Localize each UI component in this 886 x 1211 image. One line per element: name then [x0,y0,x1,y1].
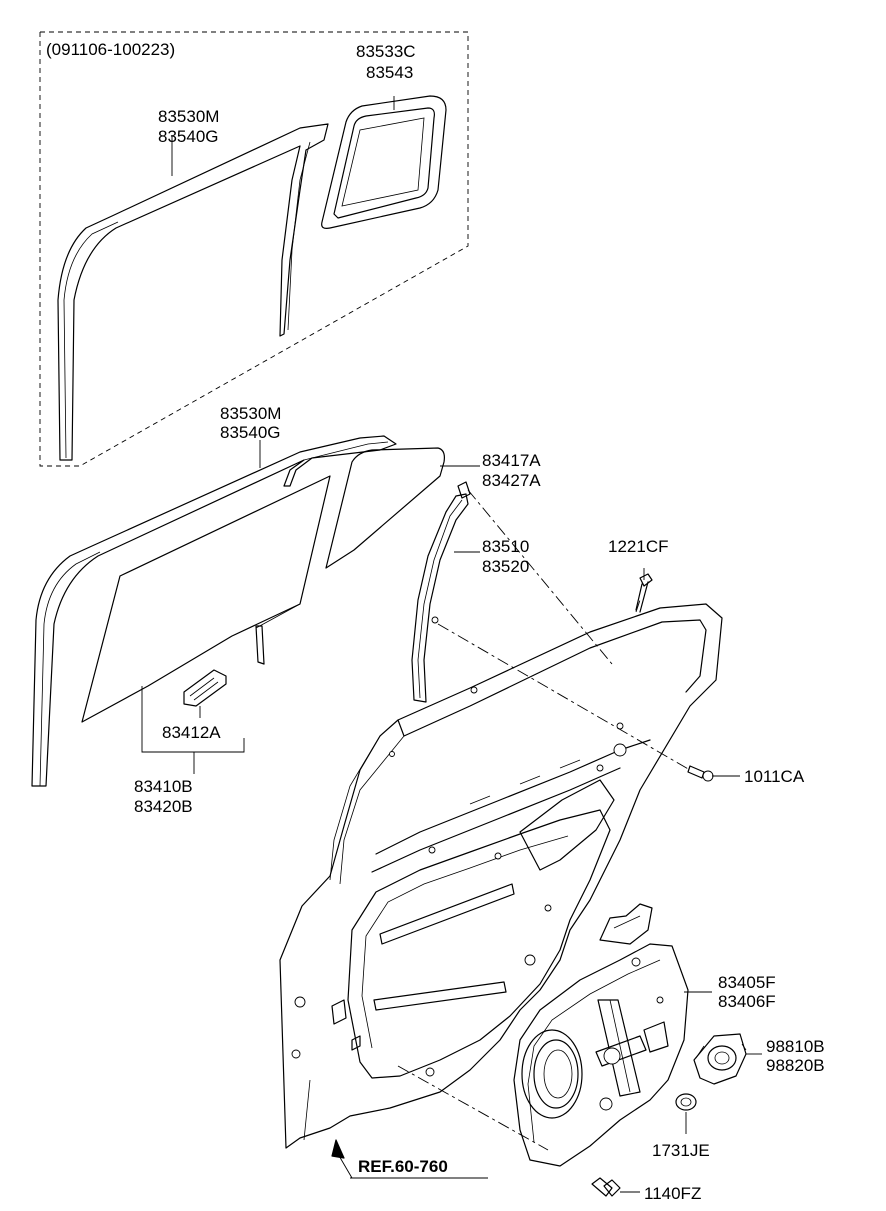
callout-83530M-top: 83530M [158,107,219,126]
callout-98810B: 98810B [766,1037,825,1056]
regulator-motor [693,1033,747,1085]
callout-83405F: 83405F [718,973,776,992]
callout-1140FZ: 1140FZ [644,1184,701,1203]
callout-83412A: 83412A [162,723,221,742]
callout-83406F: 83406F [718,992,776,1011]
screw-1221CF [635,573,653,613]
callout-83420B: 83420B [134,797,193,816]
callout-83410B: 83410B [134,777,193,796]
callout-83427A: 83427A [482,471,541,490]
callout-83530M: 83530M [220,404,281,423]
callout-1011CA: 1011CA [744,767,805,786]
run-channel [31,435,397,787]
run-channel-variant [57,123,329,461]
door-glass [81,475,331,723]
leader-lines [141,96,762,1193]
callout-83417A: 83417A [482,451,541,470]
callout-1731JE: 1731JE [652,1141,710,1160]
callout-83510: 83510 [482,537,529,556]
glass-holder [183,669,227,707]
center-channel [411,481,471,703]
callout-1221CF: 1221CF [608,537,668,556]
window-regulator [513,903,689,1167]
callout-83520: 83520 [482,557,529,576]
quarter-weatherstrip-variant [321,95,447,229]
callout-83533C: 83533C [356,42,416,61]
callout-83540G-top: 83540G [158,127,219,146]
callout-83540G: 83540G [220,423,281,442]
callout-83543: 83543 [366,63,413,82]
quarter-glass [325,447,445,569]
grommet-1731JE [675,1093,697,1111]
date-range-label: (091106-100223) [46,40,175,59]
reference-label: REF.60-760 [358,1157,448,1176]
bolt-1140FZ [591,1177,621,1197]
door-panel [279,603,723,1149]
reference-lines [397,489,691,1151]
screw-1011CA [687,765,714,782]
callout-98820B: 98820B [766,1056,825,1075]
variant-box [39,31,469,467]
